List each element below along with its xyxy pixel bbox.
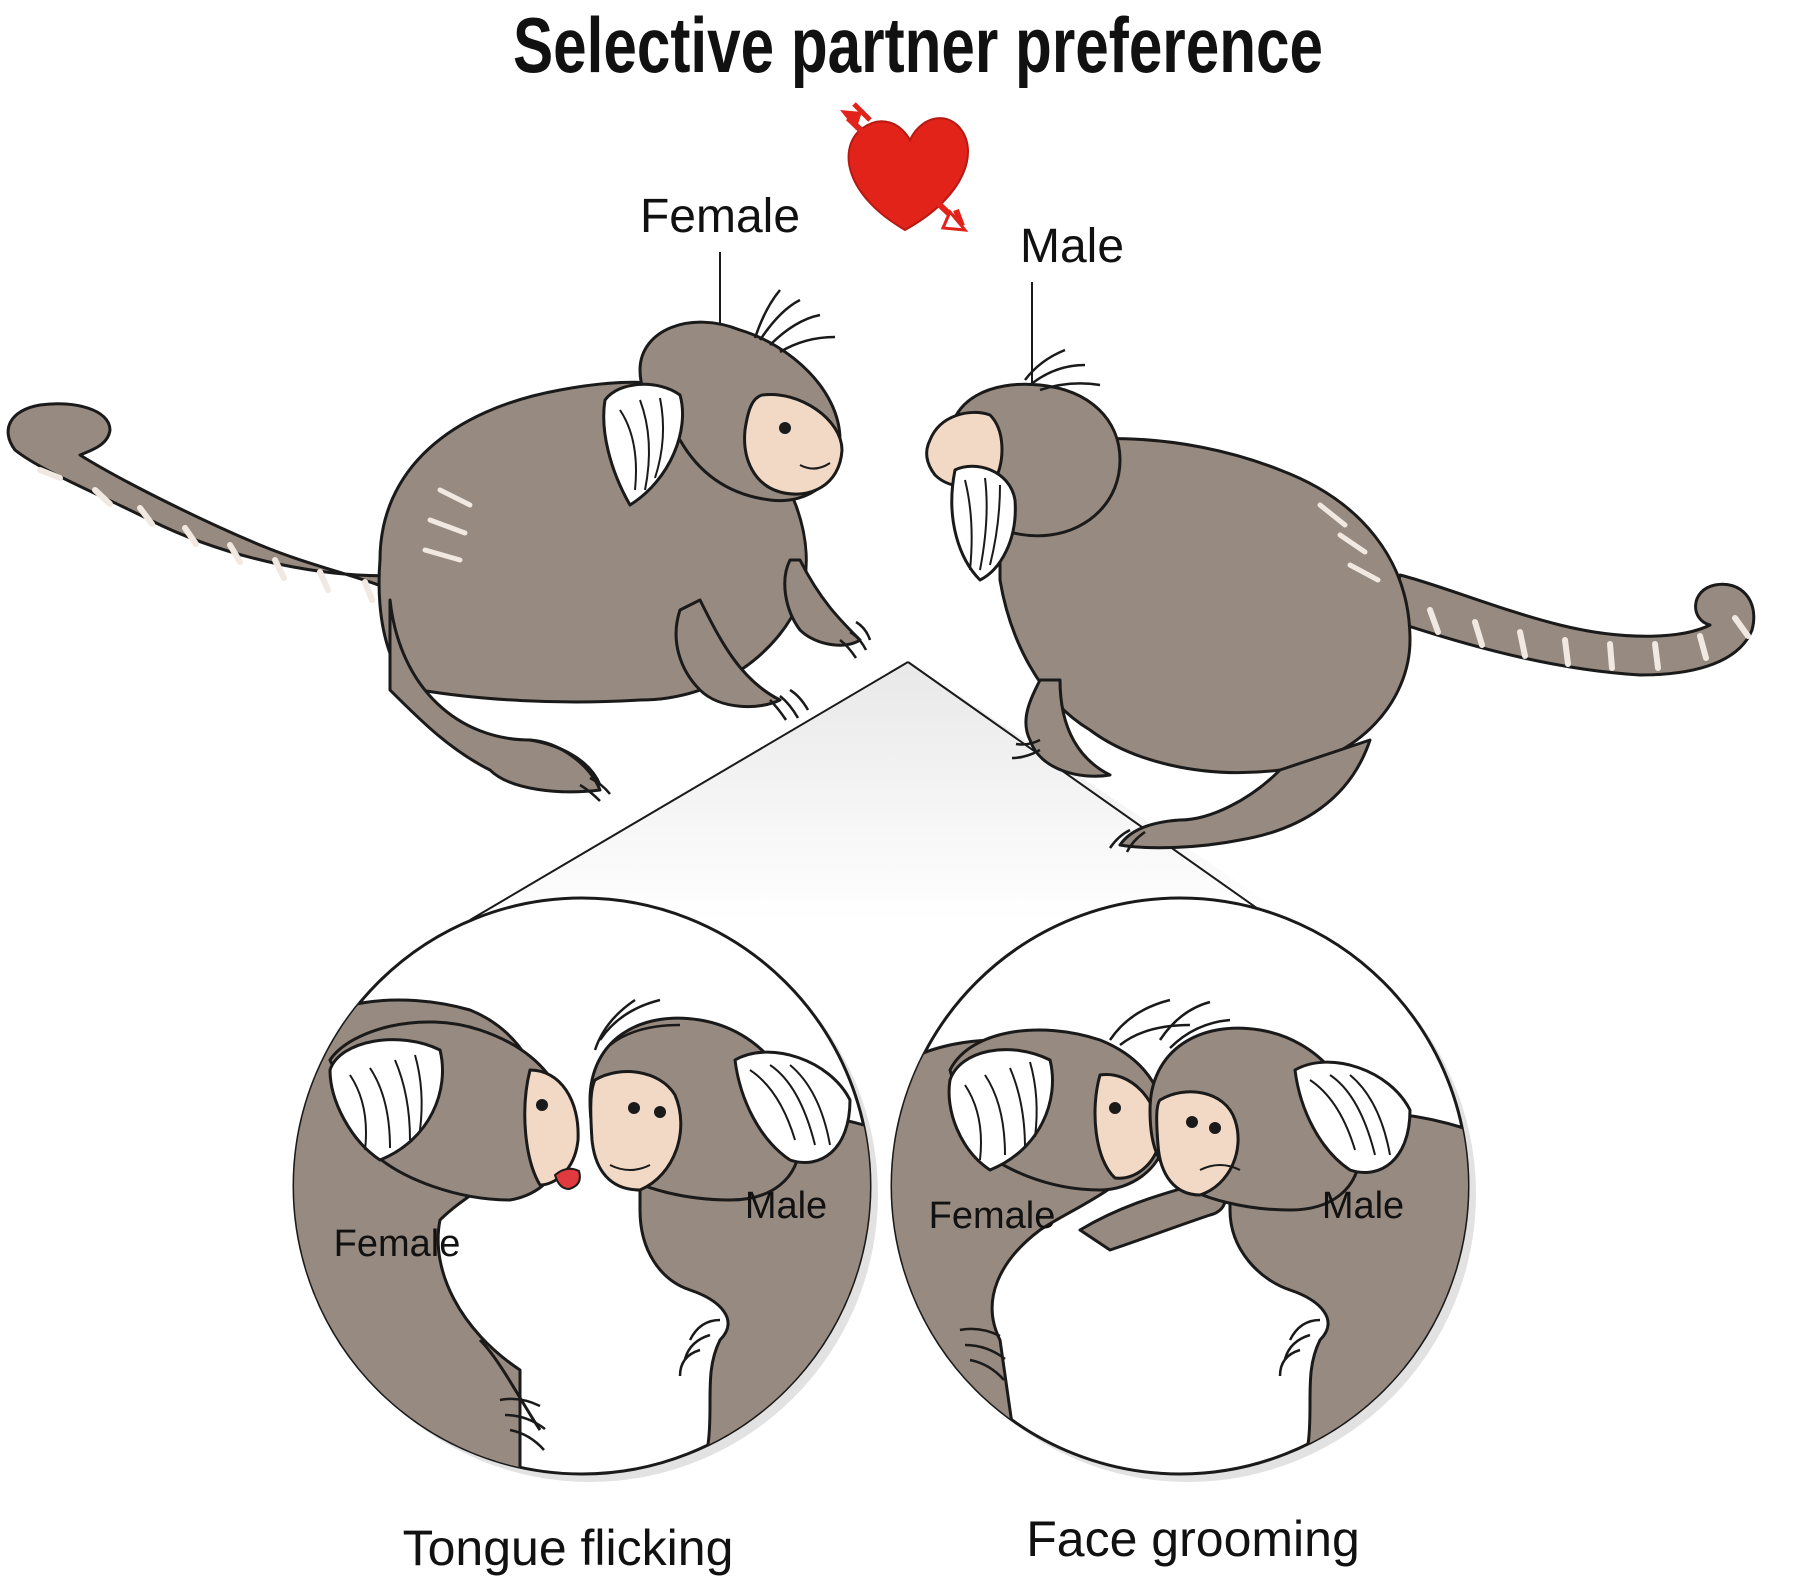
inset-left-label-female: Female: [334, 1223, 461, 1265]
inset-right-label-male: Male: [1322, 1185, 1404, 1227]
inset-right-label-female: Female: [929, 1195, 1056, 1237]
label-male: Male: [1020, 220, 1124, 273]
inset-left-label-male: Male: [745, 1185, 827, 1227]
diagram-title: Selective partner preference: [513, 1, 1323, 89]
inset-face-grooming: Female Male: [890, 896, 1476, 1482]
male-marmoset-illustration: [925, 348, 1756, 853]
caption-tongue-flicking: Tongue flicking: [403, 1520, 734, 1576]
heart-with-arrow-icon: [840, 102, 969, 232]
zoom-wedge: [470, 662, 1295, 920]
label-female: Female: [640, 190, 800, 243]
female-marmoset-illustration: [6, 289, 872, 802]
caption-face-grooming: Face grooming: [1026, 1511, 1360, 1567]
inset-tongue-flicking: Female Male: [292, 896, 878, 1482]
